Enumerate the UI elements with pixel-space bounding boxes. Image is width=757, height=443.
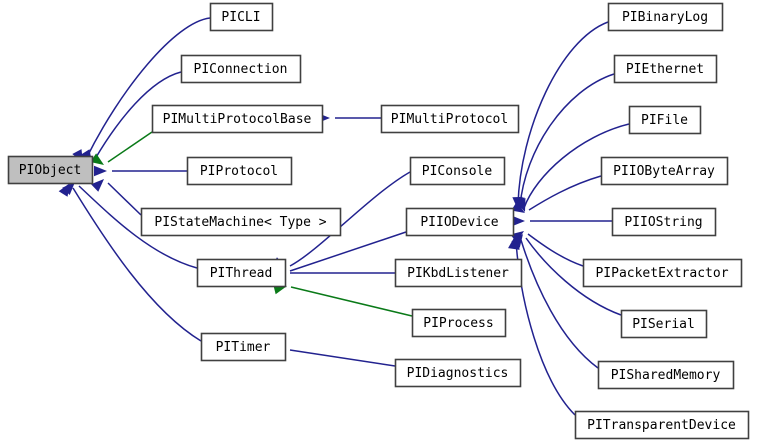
class-node-label: PITimer [216,340,271,355]
class-node-pikbdlistener[interactable]: PIKbdListener [394,258,523,288]
class-node-label: PIConnection [194,62,288,77]
class-node-box[interactable] [140,207,342,237]
class-node-piobject[interactable]: PIObject [7,155,94,185]
class-node-label: PIIOByteArray [613,164,715,179]
class-node-pipacketextractor[interactable]: PIPacketExtractor [582,258,743,288]
class-node-label: PIProtocol [200,164,278,179]
inheritance-edge-piprocess-to-pithread [273,284,413,317]
class-node-piiodevice[interactable]: PIIODevice [405,207,515,237]
arrowhead-protected [90,153,104,165]
class-node-piprotocol[interactable]: PIProtocol [186,156,293,186]
class-node-box[interactable] [411,308,507,338]
class-node-box[interactable] [628,105,702,135]
inheritance-edge-pimultiprotocolbase-to-piobject [90,131,153,165]
inheritance-edge-pibinarylog-to-piiodevice [512,21,609,210]
nodes-layer: PIObject PICLI PIConnectionPIMultiProtocol… [7,2,750,440]
class-node-box[interactable] [151,104,324,134]
class-node-box[interactable] [409,156,506,186]
inheritance-edge-piiostring-to-piiodevice [512,215,612,227]
class-node-label: PITransparentDevice [587,418,736,433]
inheritance-edge-pistatemachine-to-piobject [91,179,142,216]
class-node-pibinarylog[interactable]: PIBinaryLog [607,2,724,32]
class-node-label: PIMultiProtocol [391,112,508,127]
class-node-piiostring[interactable]: PIIOString [611,207,717,237]
class-node-picli[interactable]: PICLI [209,2,274,32]
class-node-pifile[interactable]: PIFile [628,105,702,135]
class-node-box[interactable] [394,358,522,388]
class-node-box[interactable] [209,2,274,32]
class-node-box[interactable] [582,258,743,288]
inheritance-edge-pidiagnostics-to-pitimer [272,345,396,367]
class-node-label: PIBinaryLog [622,10,708,25]
class-node-box[interactable] [607,2,724,32]
class-node-pithread[interactable]: PIThread [196,258,287,288]
class-node-piprocess[interactable]: PIProcess [411,308,507,338]
class-node-pidiagnostics[interactable]: PIDiagnostics [394,358,522,388]
class-node-label: PICLI [221,10,260,25]
class-node-box[interactable] [620,309,708,339]
class-node-pisharedmemory[interactable]: PISharedMemory [597,360,735,390]
class-node-label: PISerial [632,317,695,332]
class-node-label: PIIODevice [420,215,498,230]
inheritance-edge-pikbdlistener-to-pithread [273,267,395,279]
class-node-pistatemachine[interactable]: PIStateMachine< Type > [140,207,342,237]
inheritance-edge-pifile-to-piiodevice [515,123,630,212]
class-node-pimultiprotocol[interactable]: PIMultiProtocol [380,104,520,134]
inheritance-edge-piprotocol-to-piobject [94,165,187,177]
class-node-label: PIEthernet [626,62,704,77]
inheritance-edge-piiobytearray-to-piiodevice [511,175,602,213]
class-node-piiobytearray[interactable]: PIIOByteArray [600,156,729,186]
class-node-piconnection[interactable]: PIConnection [180,54,302,84]
arrowhead-public [91,179,104,192]
class-node-box[interactable] [380,104,520,134]
class-node-box[interactable] [600,156,729,186]
class-node-box[interactable] [405,207,515,237]
arrowhead-public [512,215,525,227]
class-node-box[interactable] [196,258,287,288]
class-node-box[interactable] [574,410,750,440]
class-node-label: PIStateMachine< Type > [154,215,326,230]
inheritance-edge-pisharedmemory-to-piiodevice [509,236,599,369]
class-node-box[interactable] [7,155,94,185]
class-node-piconsole[interactable]: PIConsole [409,156,506,186]
class-node-label: PIDiagnostics [407,366,509,381]
class-node-label: PIThread [210,266,273,281]
class-node-label: PIKbdListener [407,266,509,281]
class-node-pitimer[interactable]: PITimer [200,332,287,362]
class-node-box[interactable] [186,156,293,186]
arrowhead-public [58,183,70,197]
class-node-label: PIObject [19,163,82,178]
inheritance-edge-pimultiprotocol-to-pimultiprotocolbase [317,112,381,124]
inheritance-edge-picli-to-piobject [72,17,211,163]
class-node-box[interactable] [597,360,735,390]
class-node-box[interactable] [394,258,523,288]
class-node-piserial[interactable]: PISerial [620,309,708,339]
class-node-box[interactable] [180,54,302,84]
class-node-pitransparentdevice[interactable]: PITransparentDevice [574,410,750,440]
class-node-piethernet[interactable]: PIEthernet [613,54,718,84]
class-node-label: PISharedMemory [611,368,721,383]
class-node-label: PIFile [641,113,688,128]
class-node-label: PIIOString [624,215,702,230]
arrowhead-public [511,201,525,213]
class-node-label: PIPacketExtractor [595,266,728,281]
class-node-pimultiprotocolbase[interactable]: PIMultiProtocolBase [151,104,324,134]
class-node-box[interactable] [200,332,287,362]
class-node-label: PIConsole [422,164,493,179]
class-node-box[interactable] [613,54,718,84]
inheritance-edge-piiodevice-to-pithread [272,231,407,273]
class-node-label: PIMultiProtocolBase [163,112,312,127]
arrowhead-public [94,165,107,177]
class-node-label: PIProcess [423,316,493,331]
inheritance-edge-pitimer-to-piobject [58,183,202,342]
arrowhead-public [508,236,519,250]
arrowhead-public [515,198,526,212]
class-node-box[interactable] [611,207,717,237]
